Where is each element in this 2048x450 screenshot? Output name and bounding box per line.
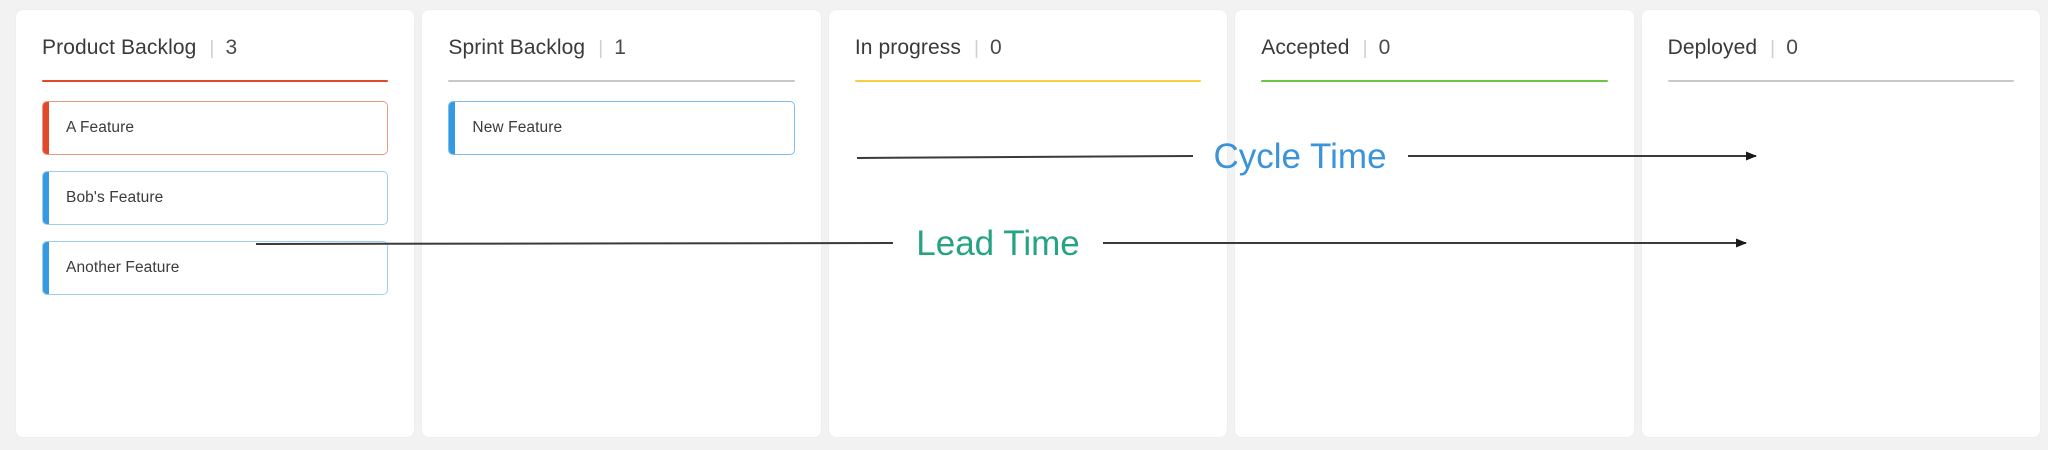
feature-card-label: A Feature <box>66 119 135 136</box>
column-header: Accepted | 0 <box>1261 36 1607 60</box>
column-rule <box>1261 80 1608 82</box>
column-rule <box>854 80 1202 82</box>
column-header: Deployed | 0 <box>1668 36 2014 60</box>
feature-card[interactable]: Another Feature <box>42 241 389 295</box>
column-separator: | <box>1770 38 1776 59</box>
feature-card-label: Another Feature <box>66 259 180 276</box>
column-header: Product Backlog | 3 <box>42 36 388 60</box>
column-rule <box>42 80 389 82</box>
column-rule <box>448 80 795 82</box>
column-separator: | <box>1362 38 1368 59</box>
card-accent-bar <box>43 172 49 224</box>
card-list: New Feature <box>448 101 795 155</box>
feature-card[interactable]: A Feature <box>42 101 389 155</box>
column-count: 1 <box>614 36 627 59</box>
feature-card[interactable]: New Feature <box>448 101 795 155</box>
column-title: In progress <box>854 36 961 59</box>
column-title: Deployed <box>1667 36 1758 59</box>
column-rule <box>1667 80 2015 82</box>
card-accent-bar <box>449 102 456 154</box>
column-title: Product Backlog <box>42 36 197 59</box>
card-accent-bar <box>43 102 49 154</box>
column-separator: | <box>598 38 604 59</box>
feature-card-label: New Feature <box>472 119 563 136</box>
column-title: Accepted <box>1261 36 1350 59</box>
feature-card[interactable]: Bob's Feature <box>42 171 389 225</box>
column-header: Sprint Backlog | 1 <box>448 36 794 60</box>
card-accent-bar <box>43 242 49 294</box>
column-count: 0 <box>990 36 1002 59</box>
feature-card-label: Bob's Feature <box>66 189 164 206</box>
column-count: 0 <box>1378 36 1391 59</box>
column-title: Sprint Backlog <box>448 36 586 59</box>
column-separator: | <box>973 38 980 59</box>
column-separator: | <box>209 38 215 59</box>
board-column[interactable]: Accepted | 0 <box>1235 10 1634 437</box>
column-header: In progress | 0 <box>855 36 1201 60</box>
column-count: 3 <box>225 36 238 59</box>
column-count: 0 <box>1786 36 1798 59</box>
board-column[interactable]: In progress | 0 <box>828 10 1228 437</box>
board-column[interactable]: Deployed | 0 <box>1641 10 2041 437</box>
